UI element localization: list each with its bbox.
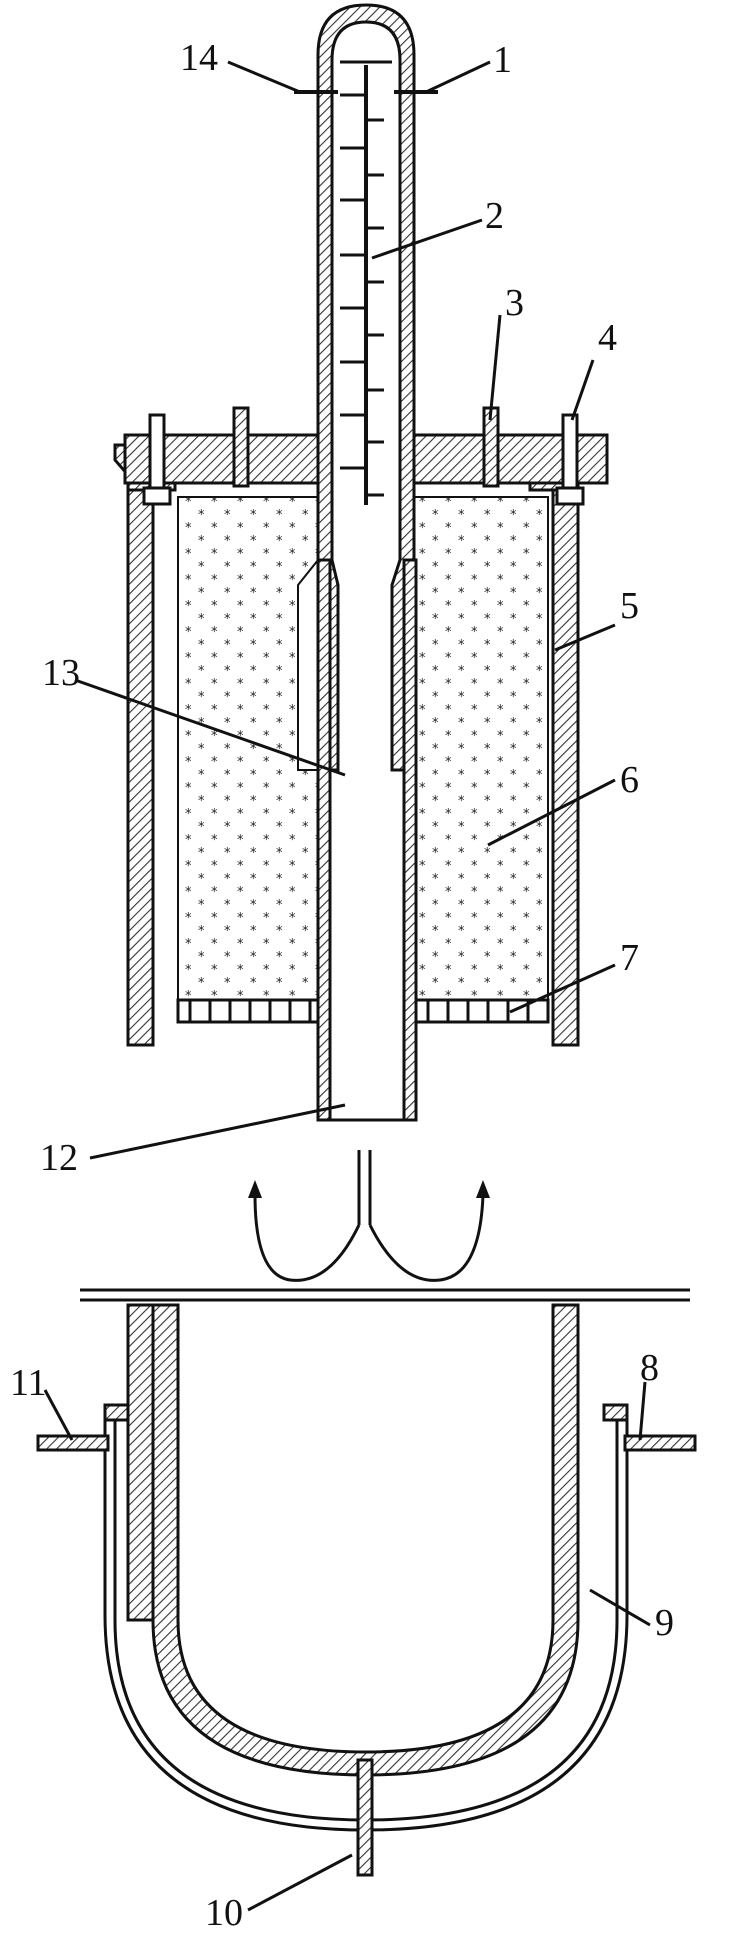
break-line <box>80 1288 690 1302</box>
bottom-drain <box>356 1758 374 1877</box>
bolt-left <box>142 413 172 506</box>
label-9: 9 <box>655 1602 674 1644</box>
vessel-wall-left <box>113 443 177 1047</box>
circulation-flow <box>248 1150 490 1282</box>
label-3: 3 <box>505 282 524 324</box>
part-labels: 14 1 2 3 4 5 13 6 7 12 11 8 9 10 <box>10 37 674 1934</box>
label-8: 8 <box>640 1347 659 1389</box>
label-12: 12 <box>40 1137 78 1179</box>
outlet-nozzle-right <box>623 1434 697 1452</box>
bolt-right <box>555 413 585 506</box>
measuring-scale <box>340 60 392 505</box>
label-7: 7 <box>620 937 639 979</box>
label-5: 5 <box>620 585 639 627</box>
label-13: 13 <box>42 652 80 694</box>
support-grid <box>176 998 550 1024</box>
label-14: 14 <box>180 37 218 79</box>
label-10: 10 <box>205 1892 243 1934</box>
label-11: 11 <box>10 1362 47 1404</box>
label-2: 2 <box>485 195 504 237</box>
leader-lines <box>43 60 651 1912</box>
gas-port-left <box>232 406 250 488</box>
inlet-nozzle-left <box>36 1434 110 1452</box>
catalyst-bed <box>177 496 549 1001</box>
label-4: 4 <box>598 317 617 359</box>
draft-tube <box>316 558 418 1122</box>
label-6: 6 <box>620 759 639 801</box>
vessel-bottom <box>126 1303 580 1777</box>
label-1: 1 <box>493 39 512 81</box>
